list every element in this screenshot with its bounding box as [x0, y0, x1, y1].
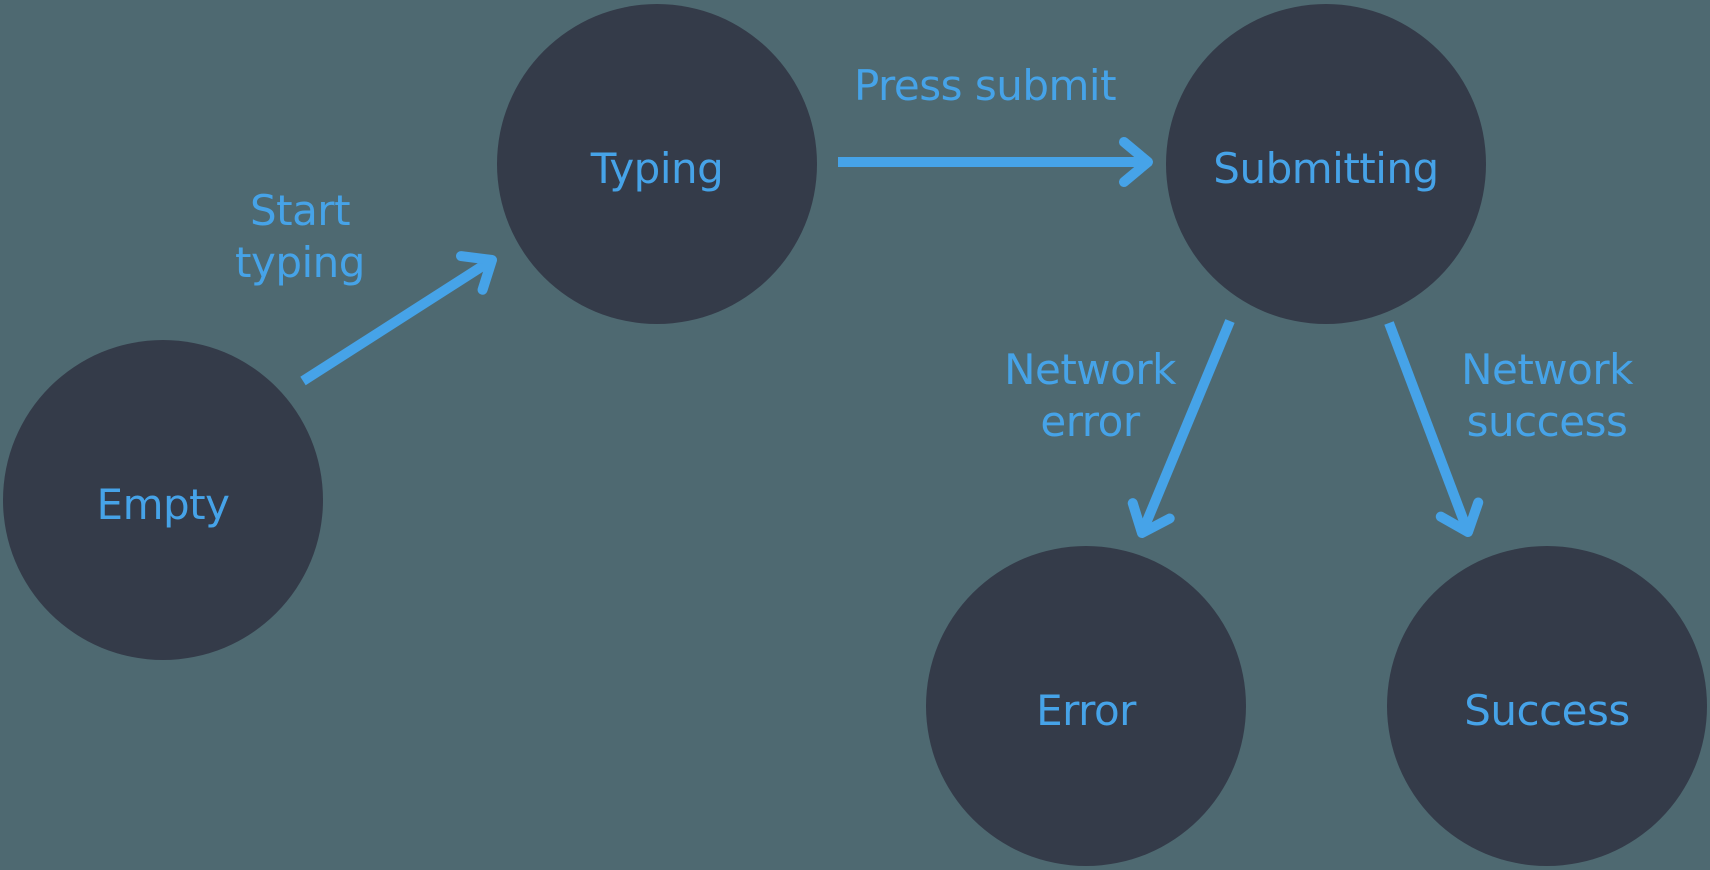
state-node-error: Error	[926, 546, 1246, 866]
state-node-submitting: Submitting	[1166, 4, 1486, 324]
state-node-typing: Typing	[497, 4, 817, 324]
state-node-empty: Empty	[3, 340, 323, 660]
transition-label-press-submit: Press submit	[853, 61, 1117, 110]
state-label-error: Error	[1036, 685, 1136, 735]
transition-label-network-success: Network success	[1461, 345, 1633, 446]
arrow-network-success	[1384, 321, 1484, 537]
state-label-typing: Typing	[590, 143, 724, 193]
state-label-success: Success	[1464, 685, 1630, 735]
transition-label-network-error: Network error	[1004, 345, 1176, 446]
state-node-success: Success	[1387, 546, 1707, 866]
state-label-submitting: Submitting	[1213, 143, 1439, 193]
transition-label-start-typing: Start typing	[235, 186, 365, 287]
state-label-empty: Empty	[96, 479, 230, 529]
